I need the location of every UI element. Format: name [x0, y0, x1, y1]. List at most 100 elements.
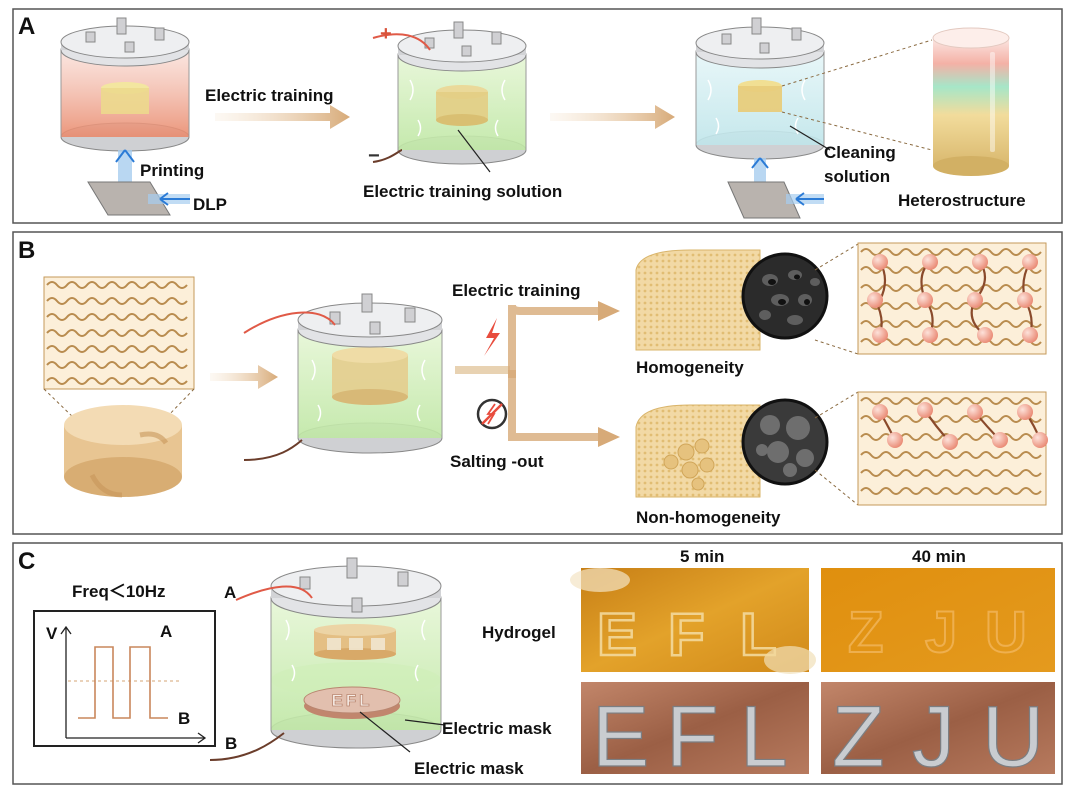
reactor-cleaning — [695, 17, 825, 219]
time-5-label: 5 min — [680, 547, 724, 566]
ion-bead — [977, 327, 993, 343]
electric-training-label-a: Electric training — [205, 86, 333, 105]
photo-hydrogel-40min: Z J U — [821, 568, 1055, 672]
ion-bead — [872, 404, 888, 420]
non-homogeneity-label: Non-homogeneity — [636, 508, 781, 527]
non-homogeneity-block — [635, 398, 829, 498]
hydrogel-40-letter-2: J — [925, 600, 957, 665]
crosslink-chain — [874, 261, 1033, 336]
mask-efl-letter-3: L — [740, 689, 788, 785]
zoom-lines-a — [781, 39, 933, 151]
polymer-chain — [860, 415, 1042, 423]
ion-bead — [967, 404, 983, 420]
panel-c-letter: C — [18, 548, 35, 575]
hydrogel-5-letter-1: E — [597, 601, 637, 668]
cleaning-label-1: Cleaning — [824, 143, 896, 162]
mask-zju-letter-2: J — [912, 689, 955, 785]
branch-arrows — [455, 301, 620, 447]
time-40-label: 40 min — [912, 547, 966, 566]
homogeneity-label: Homogeneity — [636, 358, 744, 377]
homogeneity-block — [635, 249, 829, 351]
heterostructure-cylinder — [932, 27, 1010, 176]
electric-training-solution-label: Electric training solution — [363, 182, 562, 201]
crosslink-chain — [879, 409, 1042, 443]
ion-bead — [992, 432, 1008, 448]
salting-out-label: Salting -out — [450, 452, 544, 471]
wire-b-label: B — [225, 734, 237, 753]
hydrogel-5-letter-3: L — [740, 601, 777, 668]
mask-disc-text: EFL — [331, 691, 372, 710]
graph-v-label: V — [46, 624, 58, 643]
hydrogel-disc — [64, 405, 182, 498]
pointer-electric-mask-mid — [404, 719, 446, 726]
polymer-chain — [46, 313, 188, 321]
ion-bead — [917, 292, 933, 308]
ion-bead — [1022, 327, 1038, 343]
polymer-chain — [46, 297, 188, 305]
reactor-b — [243, 293, 443, 461]
hydrogel-40-letter-3: U — [985, 600, 1027, 665]
polymer-chain — [860, 338, 1042, 346]
zoom-lines-b-right — [814, 243, 859, 506]
waveform-graph — [33, 610, 216, 747]
ion-bead — [1032, 432, 1048, 448]
panel-b-frame — [12, 231, 1063, 535]
ion-bead — [867, 292, 883, 308]
photo-mask-efl: E F L — [581, 682, 809, 786]
polymer-chain — [860, 320, 1042, 328]
electric-mask-mid-label: Electric mask — [442, 719, 552, 738]
ion-bead — [922, 327, 938, 343]
pointer-electric-mask-bottom — [359, 711, 411, 753]
polymer-chain — [860, 284, 1042, 292]
arrow-b-1 — [210, 365, 278, 389]
dlp-label: DLP — [193, 195, 227, 214]
polymer-chain — [860, 469, 1042, 477]
cleaning-label-2: solution — [824, 167, 890, 186]
photo-hydrogel-5min: E F L — [570, 568, 816, 674]
ion-bead — [872, 254, 888, 270]
mask-efl-letter-1: E — [592, 689, 649, 785]
heterostructure-label: Heterostructure — [898, 191, 1026, 210]
ion-bead — [1017, 404, 1033, 420]
dlp-projector — [87, 149, 190, 216]
reactor-electric-training — [372, 21, 527, 165]
ion-bead — [967, 292, 983, 308]
ion-bead — [872, 327, 888, 343]
panel-c-frame — [12, 542, 1063, 785]
polymer-chain — [860, 302, 1042, 310]
network-non-homogeneous — [857, 391, 1048, 506]
panel-b-letter: B — [18, 237, 35, 264]
hydrogel-label: Hydrogel — [482, 623, 556, 642]
panel-a-letter: A — [18, 13, 35, 40]
polymer-chain — [860, 266, 1042, 274]
mask-zju-letter-3: U — [982, 689, 1044, 785]
polymer-chain — [860, 451, 1042, 459]
zoom-lines-b-left — [43, 388, 195, 421]
polymer-chain — [46, 345, 188, 353]
pointer-cleaning — [789, 125, 831, 151]
ion-bead — [972, 254, 988, 270]
freq-label: Freq＜10Hz — [72, 582, 166, 601]
polymer-chain — [46, 329, 188, 337]
ion-bead — [1017, 292, 1033, 308]
electric-mask-bottom-label: Electric mask — [414, 759, 524, 778]
hydrogel-40-letter-1: Z — [848, 600, 883, 665]
lightning-icon — [484, 318, 500, 356]
polymer-chain — [46, 377, 188, 385]
graph-b-label: B — [178, 709, 190, 728]
polymer-chain — [860, 487, 1042, 495]
photo-mask-zju: Z J U — [821, 682, 1055, 786]
graph-a-label: A — [160, 622, 172, 641]
no-electricity-icon — [476, 398, 508, 430]
mask-efl-letter-2: F — [666, 689, 719, 785]
network-homogeneous — [857, 242, 1047, 355]
panel-a-frame — [12, 8, 1063, 224]
reactor-c: EFL — [209, 557, 442, 761]
mask-zju-letter-1: Z — [832, 689, 885, 785]
pointer-training-solution — [457, 129, 491, 173]
polymer-chain — [46, 361, 188, 369]
hydrogel-5-letter-2: F — [668, 601, 705, 668]
ion-bead — [1022, 254, 1038, 270]
polymer-chain — [860, 397, 1042, 405]
